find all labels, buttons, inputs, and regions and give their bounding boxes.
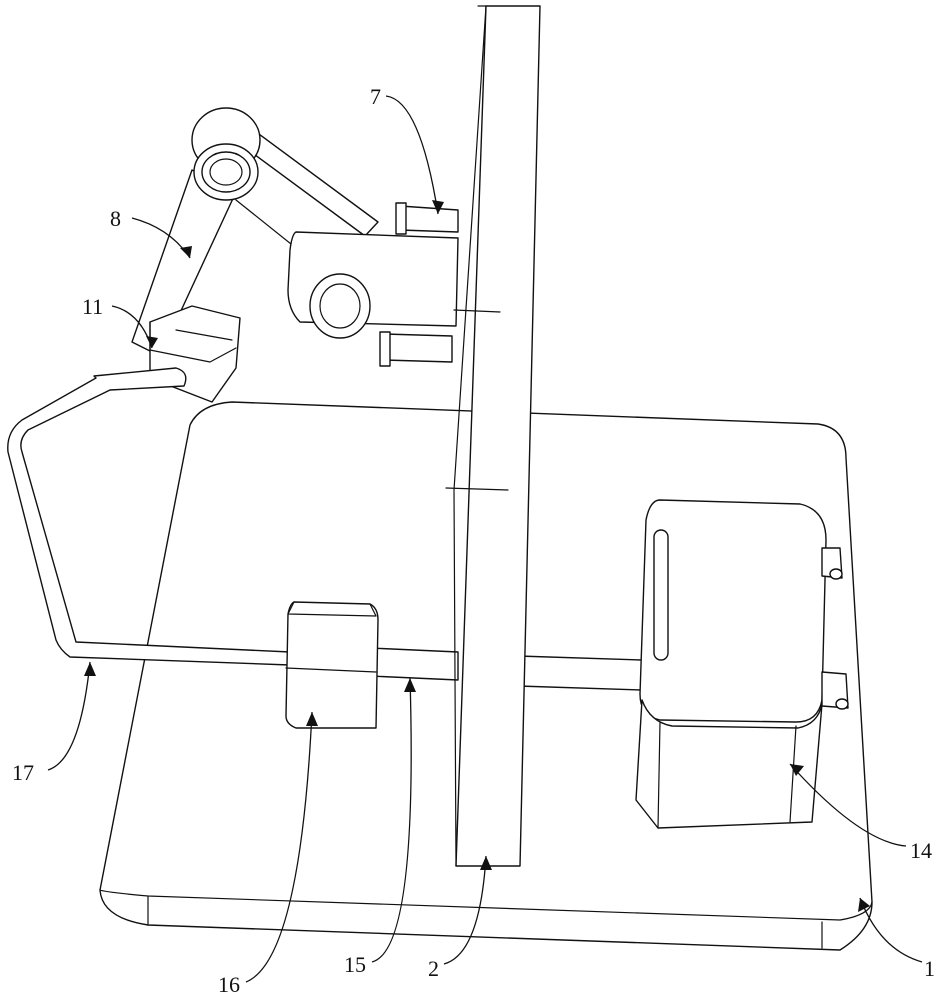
label-14: 14 — [910, 838, 932, 863]
coupling-block — [286, 602, 378, 728]
label-7: 7 — [370, 84, 381, 109]
label-11: 11 — [82, 294, 103, 319]
label-8: 8 — [110, 206, 121, 231]
label-1: 1 — [924, 956, 935, 981]
label-17: 17 — [12, 760, 34, 785]
label-2: 2 — [428, 956, 439, 981]
leader-17 — [48, 662, 90, 770]
clamp-lower — [380, 332, 452, 366]
label-16: 16 — [218, 972, 240, 997]
motor-box — [636, 500, 848, 828]
label-15: 15 — [344, 952, 366, 977]
clamp-upper — [396, 203, 458, 234]
leader-7 — [386, 96, 438, 214]
